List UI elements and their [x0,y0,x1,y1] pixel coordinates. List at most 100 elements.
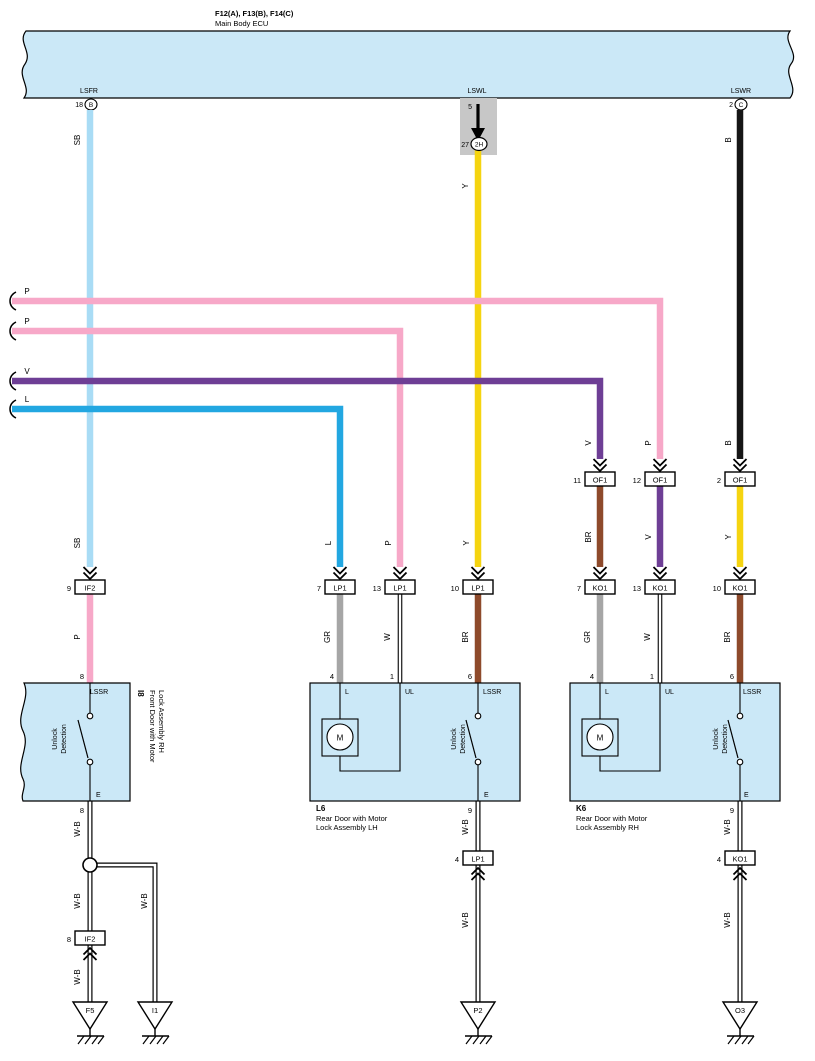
connector-lp1-13-pin: 13 [373,584,381,593]
wire-label-v: V [584,440,593,446]
connector-lp1-7-pin: 7 [317,584,321,593]
l6-switch-label: Detection [460,724,467,754]
connector-ko1-7-pin: 7 [577,584,581,593]
harness-arrow-icon [471,128,485,141]
connector-arrow-icon [332,566,348,580]
ecu-pin-lsfr-connector: B [89,102,93,109]
connector-ko1-13-code: KO1 [652,584,667,593]
i8-switch-label: Detection [61,724,68,754]
inline-connector-code: 2H [475,142,484,149]
connector-lp1-10-pin: 10 [451,584,459,593]
wire-label-p: P [644,440,653,445]
wire-label-br: BR [584,531,593,542]
l6-ul-lead [339,683,401,772]
ecu-pin-lswr-number: 2 [729,102,733,109]
connector-of1-11-box [584,471,616,487]
wire-color-labels: SB SB Y Y B B P P V L P V P L BR V Y P G… [24,135,733,985]
connector-if2-9-box [74,579,106,595]
ground-label-f5: F5 [86,1006,95,1015]
wire-label-w: W [383,633,392,641]
wire-label-wb: W-B [140,893,149,908]
wire-label-v: V [24,367,30,376]
k6-terminal-e: E [744,792,749,799]
i8-pin-e: 8 [80,806,84,815]
l6-terminal-ul: UL [405,689,414,696]
connector-arrow-icon [732,458,748,472]
wire-label-y: Y [462,540,471,546]
wire-label-wb: W-B [73,821,82,836]
l6-pin-ul: 1 [390,672,394,681]
ground-label-i1: I1 [152,1006,158,1015]
l6-terminal-e: E [484,792,489,799]
ecu-pin-lswl-number: 5 [468,104,472,111]
l6-switch-contact [474,758,482,766]
connector-if2-9-code: IF2 [85,584,96,593]
connector-arrow-icon [592,566,608,580]
grounds: F5 I1 P2 O3 [72,1001,758,1045]
wire-v-to-of1-11 [12,377,604,459]
l6-switch-contact [474,712,482,720]
wire-label-wb: W-B [461,912,470,927]
wire-label-wb: W-B [461,819,470,834]
connector-ko1-10-code: KO1 [732,584,747,593]
i8-switch-contact [86,712,94,720]
wire-label-wb: W-B [723,912,732,927]
wire-label-v: V [644,534,653,540]
ecu-title: F12(A), F13(B), F14(C) [215,9,294,18]
k6-motor-label: M [597,734,604,743]
ground-label-p2: P2 [473,1006,482,1015]
wire-label-p: P [73,634,82,639]
k6-pin-lssr: 6 [730,672,734,681]
wire-label-sb: SB [73,538,82,549]
k6-switch-label: Detection [722,724,729,754]
connector-arrow-icon [470,566,486,580]
wires [9,110,744,683]
connector-arrow-icon [392,566,408,580]
connector-arrow-icon [652,566,668,580]
ecu-pin-lsfr-label: LSFR [80,88,98,95]
connector-of1-12-code: OF1 [653,476,668,485]
connector-if2-9-pin: 9 [67,584,71,593]
inline-connector-circle [470,136,488,152]
wire-label-wb: W-B [73,893,82,908]
k6-switch-contact [736,712,744,720]
connector-of1-2-code: OF1 [733,476,748,485]
wire-label-gr: GR [323,631,332,643]
wire-p-to-lp1-13 [12,327,404,567]
ecu-band [21,30,795,99]
wire-label-br: BR [723,631,732,642]
connector-ko1-10-box [724,579,756,595]
k6-switch-blade [727,719,739,759]
connector-of1-11-pin: 11 [573,476,581,485]
k6-switch-contact [736,758,744,766]
connector-lp1-13-box [384,579,416,595]
k6-pin-e: 9 [730,806,734,815]
connector-if2-8-box [74,930,106,946]
i8-terminal-lssr: LSSR [90,689,108,696]
connector-if2-8-pin: 8 [67,935,71,944]
wire-junction-ring [82,857,98,873]
component-i8-box [20,682,131,802]
component-labels: 8 LSSR Unlock Detection E 8 I8 Front Doo… [52,672,761,832]
i8-switch-contact [86,758,94,766]
ecu-pin-lsfr-number: 18 [75,102,83,109]
wire-label-l: L [25,395,30,404]
wire-label-l: L [324,540,333,545]
ecu-pin-lswr-connector: C [739,102,744,109]
l6-terminal-lssr: LSSR [483,689,501,696]
wire-p-to-of1-12 [12,297,664,459]
k6-name-line1: Rear Door with Motor [576,814,648,823]
wire-l-to-lp1-7 [12,405,344,567]
i8-switch-label: Unlock [52,728,59,750]
connector-lp1-10-box [462,579,494,595]
i8-switch-blade [77,719,89,759]
connector-ko1-13-box [644,579,676,595]
continuation-brace [9,371,17,391]
wire-label-br: BR [461,631,470,642]
ground-label-o3: O3 [735,1006,745,1015]
ecu-pin-lswr-label: LSWR [731,88,751,95]
connector-ko1-4-box [724,850,756,866]
connector-of1-2-box [724,471,756,487]
connector-of1-11-code: OF1 [593,476,608,485]
